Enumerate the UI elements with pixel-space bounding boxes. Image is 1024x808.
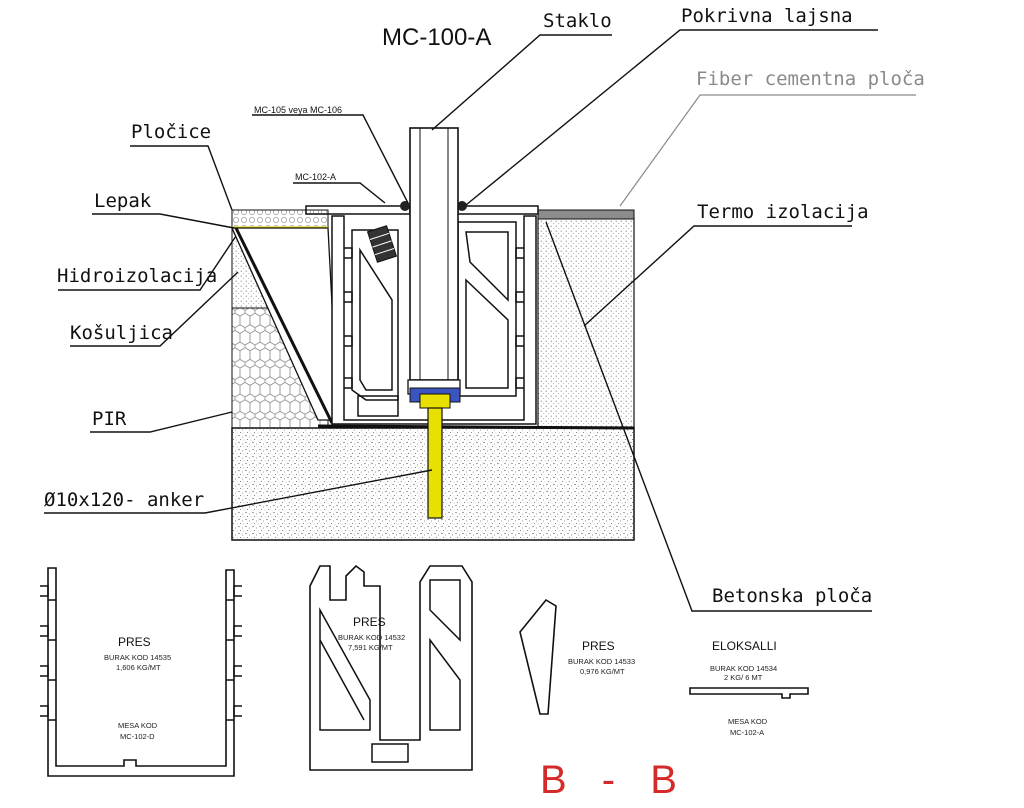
part-2-method: PRES	[353, 615, 386, 629]
part-4-mesa-code: MC-102-A	[730, 728, 764, 737]
part-4-cover-strip: ELOKSALLI BURAK KOD 14534 2 KG/ 6 MT MES…	[689, 639, 809, 737]
label-betonska-ploca: Betonska ploča	[712, 585, 872, 607]
section-mark: B - B	[540, 758, 689, 802]
label-mc102a: MC-102-A	[295, 172, 336, 182]
label-lepak: Lepak	[94, 190, 152, 212]
membrane-line	[317, 424, 635, 430]
label-staklo: Staklo	[543, 10, 612, 32]
label-kosuljica: Košuljica	[70, 322, 173, 344]
callout-labels: Staklo Pokrivna lajsna Fiber cementna pl…	[44, 5, 925, 607]
part-3-code: BURAK KOD 14533	[568, 657, 635, 666]
label-pokrivna-lajsna: Pokrivna lajsna	[681, 5, 853, 27]
label-plocice: Pločice	[131, 121, 211, 143]
label-pir: PIR	[92, 408, 127, 430]
thermal-insulation	[537, 217, 635, 429]
part-3-weight: 0,976 KG/MT	[580, 667, 625, 676]
part-2-clamp-body: PRES BURAK KOD 14532 7,591 KG/MT	[309, 564, 473, 771]
part-4-mesa-label: MESA KOD	[728, 717, 768, 726]
waterproofing-line	[234, 227, 334, 424]
section-detail	[230, 127, 635, 541]
label-anker: Ø10x120- anker	[44, 489, 204, 511]
part-1-mesa-label: MESA KOD	[118, 721, 158, 730]
part-1-code: BURAK KOD 14535	[104, 653, 171, 662]
part-2-code: BURAK KOD 14532	[338, 633, 405, 642]
drawing-title: MC-100-A	[382, 24, 491, 51]
part-1-mesa-code: MC-102-D	[120, 732, 155, 741]
part-4-code: BURAK KOD 14534	[710, 664, 777, 673]
part-1-weight: 1,606 KG/MT	[116, 663, 161, 672]
leader-lines	[44, 29, 916, 612]
wedge-screw	[366, 225, 398, 263]
part-2-weight: 7,591 KG/MT	[348, 643, 393, 652]
label-hidroizolacija: Hidroizolacija	[57, 265, 217, 287]
label-fiber-cementna-ploca: Fiber cementna ploča	[696, 68, 925, 90]
label-termo-izolacija: Termo izolacija	[697, 201, 869, 223]
label-mc105: MC-105 veya MC-106	[254, 105, 342, 115]
part-4-method: ELOKSALLI	[712, 639, 777, 653]
part-1-method: PRES	[118, 635, 151, 649]
tiles-layer	[231, 209, 329, 229]
part-4-weight: 2 KG/ 6 MT	[724, 673, 763, 682]
part-1-u-channel: PRES BURAK KOD 14535 1,606 KG/MT MESA KO…	[40, 567, 242, 777]
part-3-wedge: PRES BURAK KOD 14533 0,976 KG/MT	[519, 598, 635, 715]
anchor-bolt	[409, 387, 461, 519]
fiber-cement-board	[537, 209, 635, 220]
part-3-method: PRES	[582, 639, 615, 653]
glass-pane	[407, 127, 461, 395]
